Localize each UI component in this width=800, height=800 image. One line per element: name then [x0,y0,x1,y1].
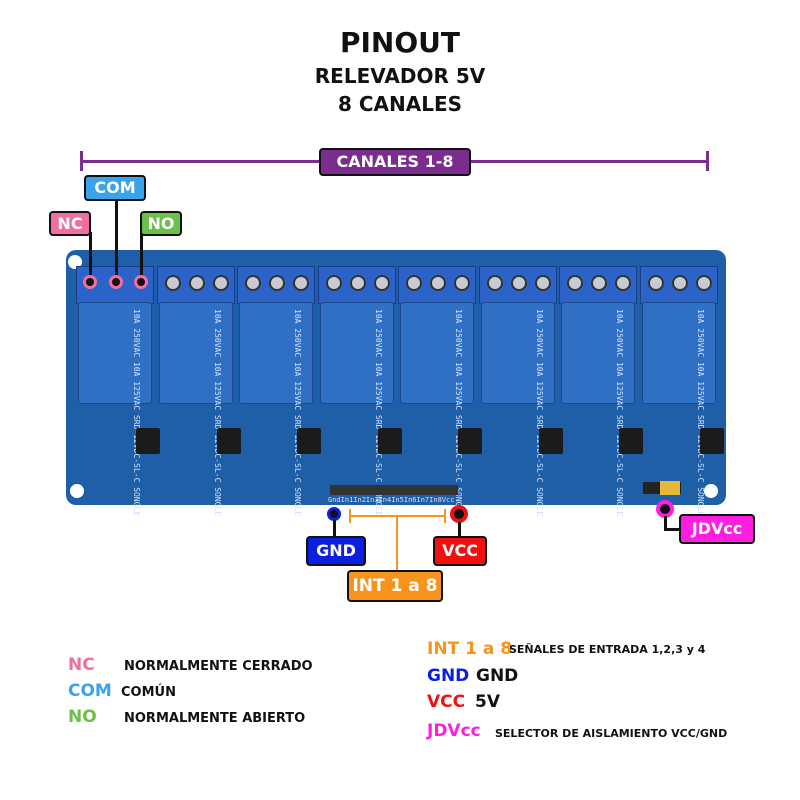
screw-terminal [269,275,285,291]
jdvcc-leader-v [664,516,667,530]
com-tag: COM [84,175,146,201]
input-header-label: GndIn1In2In3In4In5In6In7In8Vcc [328,496,455,504]
legend-text-com: COMÚN [121,685,176,700]
relay: 10A 250VAC 10A 125VAC SRD-12VDC-SL-C SON… [78,302,152,516]
optocoupler [136,428,160,454]
relay: 10A 250VAC 10A 125VAC SRD-12VDC-SL-C SON… [239,302,313,516]
relay-marking: 10A 250VAC 10A 125VAC SRD-12VDC-SL-C SON… [696,309,705,517]
relay-marking: 10A 250VAC 10A 125VAC SRD-12VDC-SL-C SON… [293,309,302,517]
relay-marking: 10A 250VAC 10A 125VAC SRD-12VDC-SL-C SON… [213,309,222,517]
optocoupler [217,428,241,454]
title-channels: 8 CANALES [337,92,463,116]
screw-terminal [648,275,664,291]
relay: 10A 250VAC 10A 125VAC SRD-12VDC-SL-C SON… [400,302,474,516]
relay-marking: 10A 250VAC 10A 125VAC SRD-12VDC-SL-C SON… [132,309,141,517]
screw-terminal [567,275,583,291]
legend-key-gnd: GND [427,666,470,686]
legend-text-vcc: 5V [475,692,500,712]
optocoupler [619,428,643,454]
channels-span-cap-left [80,151,83,171]
jdvcc-tag: JDVcc [679,514,755,544]
screw-terminal [350,275,366,291]
optocoupler [458,428,482,454]
screw-terminal [213,275,229,291]
nc-pin [83,275,97,289]
screw-terminal [672,275,688,291]
screw-terminal [245,275,261,291]
relay: 10A 250VAC 10A 125VAC SRD-12VDC-SL-C SON… [320,302,394,516]
screw-terminal [293,275,309,291]
legend-text-gnd: GND [476,666,519,686]
gnd-tag: GND [306,536,366,566]
mount-hole [70,484,84,498]
title-module: RELEVADOR 5V [314,64,486,88]
legend-text-int: SEÑALES DE ENTRADA 1,2,3 y 4 [509,643,706,656]
screw-terminal [696,275,712,291]
screw-terminal [189,275,205,291]
screw-terminal [374,275,390,291]
screw-terminal [511,275,527,291]
screw-terminal [615,275,631,291]
legend-text-no: NORMALMENTE ABIERTO [124,711,306,726]
optocoupler [539,428,563,454]
nc-tag: NC [49,211,91,236]
legend-key-nc: NC [68,655,95,675]
legend-key-int: INT 1 a 8 [427,639,513,659]
int-span-cap-right [444,509,446,523]
legend-key-com: COM [68,681,112,701]
optocoupler [700,428,724,454]
screw-terminal [591,275,607,291]
no-pin [134,275,148,289]
legend-key-jdvcc: JDVcc [427,721,481,741]
vcc-tag: VCC [433,536,487,566]
screw-terminal [487,275,503,291]
gnd-pin [327,507,341,521]
no-tag: NO [140,211,182,236]
screw-terminal [454,275,470,291]
relay-marking: 10A 250VAC 10A 125VAC SRD-12VDC-SL-C SON… [615,309,624,517]
relay-marking: 10A 250VAC 10A 125VAC SRD-12VDC-SL-C SON… [535,309,544,517]
mount-hole [704,484,718,498]
optocoupler [297,428,321,454]
screw-terminal [165,275,181,291]
legend-key-no: NO [68,707,97,727]
mount-hole [68,255,82,269]
legend-text-jdvcc: SELECTOR DE AISLAMIENTO VCC/GND [495,727,728,740]
relay: 10A 250VAC 10A 125VAC SRD-12VDC-SL-C SON… [481,302,555,516]
screw-terminal [535,275,551,291]
legend-text-nc: NORMALMENTE CERRADO [124,659,313,674]
vcc-leader [458,522,461,538]
channels-span-cap-right [706,151,709,171]
jdvcc-leader-h [664,528,680,531]
relay: 10A 250VAC 10A 125VAC SRD-12VDC-SL-C SON… [642,302,716,516]
screw-terminal [430,275,446,291]
channels-label: CANALES 1-8 [319,148,471,176]
relay: 10A 250VAC 10A 125VAC SRD-12VDC-SL-C SON… [561,302,635,516]
relay: 10A 250VAC 10A 125VAC SRD-12VDC-SL-C SON… [159,302,233,516]
gnd-leader [333,520,336,538]
nc-leader [89,232,92,282]
com-pin [109,275,123,289]
jdvcc-jumper[interactable] [660,481,680,495]
screw-terminal [326,275,342,291]
vcc-pin [450,505,468,523]
int-span-cap-left [349,509,351,523]
input-header [330,485,458,495]
int-tag: INT 1 a 8 [347,570,443,602]
no-leader [140,232,143,282]
legend-key-vcc: VCC [427,692,466,712]
screw-terminal [406,275,422,291]
title-pinout: PINOUT [339,26,460,59]
com-leader [115,200,118,282]
optocoupler [378,428,402,454]
int-leader [396,516,398,570]
